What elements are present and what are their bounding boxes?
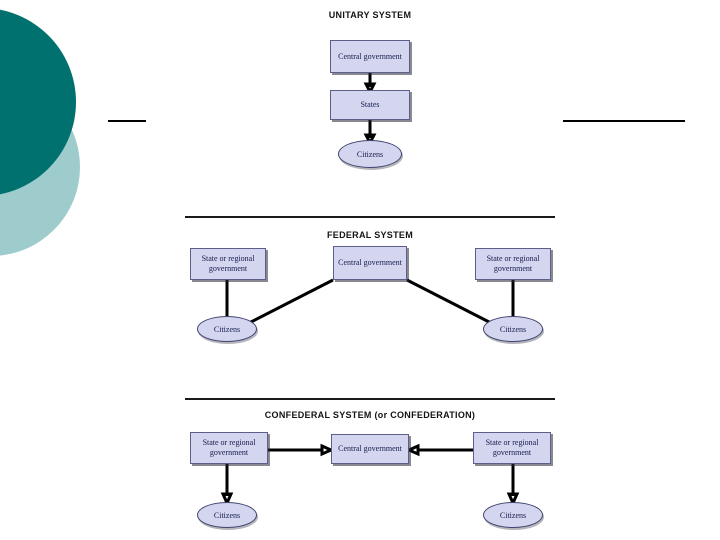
decorative-rule-right [563, 120, 685, 122]
federal-connectors [225, 278, 515, 326]
unitary-node-citizens[interactable]: Citizens [338, 140, 402, 168]
confederal-title: CONFEDERAL SYSTEM (or CONFEDERATION) [264, 410, 476, 420]
decorative-rule-left [108, 120, 146, 122]
unitary-node-states[interactable]: States [330, 90, 410, 120]
confederal-node-citizens-right[interactable]: Citizens [483, 502, 543, 528]
federal-node-state-right[interactable]: State or regional government [475, 248, 551, 280]
confederal-node-citizens-left[interactable]: Citizens [197, 502, 257, 528]
diagram-unitary-system: UNITARY SYSTEM Central government States… [185, 10, 555, 180]
federal-node-central-government[interactable]: Central government [333, 246, 407, 280]
federal-section-rule [185, 216, 555, 218]
unitary-connectors [363, 73, 377, 147]
confederal-node-state-left[interactable]: State or regional government [190, 432, 268, 464]
decorative-circle-light [0, 78, 80, 256]
decorative-circle-dark [0, 8, 76, 196]
confederal-connectors [220, 443, 520, 507]
federal-node-citizens-left[interactable]: Citizens [197, 316, 257, 342]
federal-title: FEDERAL SYSTEM [326, 230, 414, 240]
unitary-node-central-government[interactable]: Central government [330, 40, 410, 73]
diagram-confederal-system: CONFEDERAL SYSTEM (or CONFEDERATION) Sta… [185, 398, 555, 538]
confederal-node-state-right[interactable]: State or regional government [473, 432, 551, 464]
unitary-title: UNITARY SYSTEM [328, 10, 412, 20]
federal-node-citizens-right[interactable]: Citizens [483, 316, 543, 342]
diagram-federal-system: FEDERAL SYSTEM State or regional governm… [185, 216, 555, 351]
confederal-node-central-government[interactable]: Central government [331, 434, 409, 464]
federal-node-state-left[interactable]: State or regional government [190, 248, 266, 280]
confederal-section-rule [185, 398, 555, 400]
